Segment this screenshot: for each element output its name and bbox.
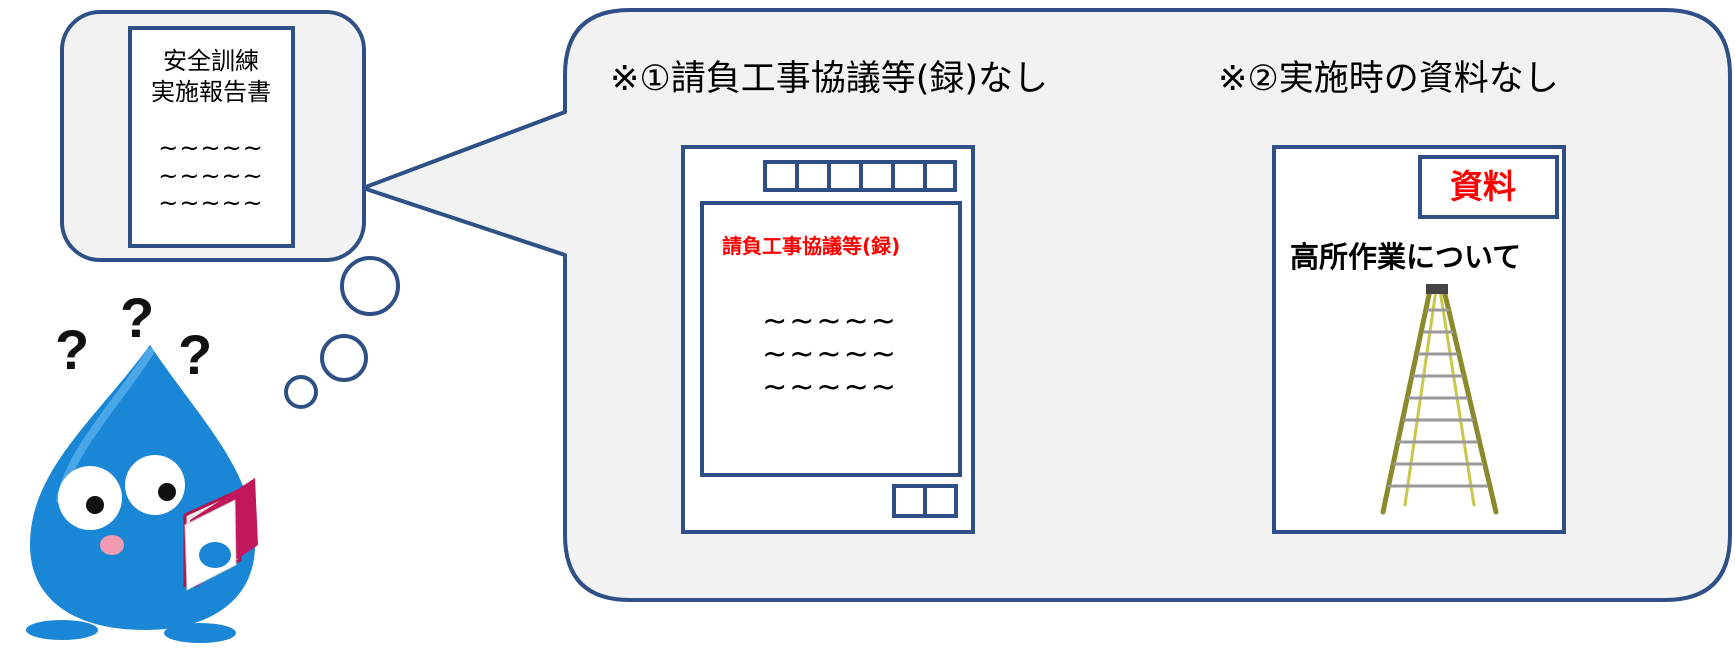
document-1-wave-line: ~~~~~ [762,337,898,372]
report-title: 安全訓練 実施報告書 [131,46,291,108]
report-wave-line: ~~~~~ [158,134,264,162]
thought-circle-medium [320,334,368,382]
document-1-bottom-boxes [892,484,958,518]
report-waves: ~~~~~ ~~~~~ ~~~~~ [131,134,291,218]
report-wave-line: ~~~~~ [158,189,264,218]
ladder-icon [1380,284,1499,515]
note-2: ※②実施時の資料なし [1218,59,1559,99]
document-2-heading: 高所作業について [1290,240,1522,274]
thought-circle-large [340,256,400,316]
document-1-red-title: 請負工事協議等(録) [722,234,901,258]
report-wave-line: ~~~~~ [158,161,264,190]
water-drop-mascot [26,345,258,643]
document-1-waves: ~~~~~ ~~~~~ ~~~~~ [730,305,930,404]
document-1-wave-line: ~~~~~ [762,370,898,405]
document-1-inner-frame [700,201,962,477]
question-mark-left: ? [55,318,90,381]
note-1: ※①請負工事協議等(録)なし [610,59,1049,99]
document-2-tag: 資料 [1450,167,1516,206]
document-2-tag-box [1418,155,1559,219]
question-mark-right: ? [178,323,213,386]
question-mark-middle: ? [120,286,155,349]
thought-circle-small [284,375,318,409]
document-1-top-boxes [763,160,957,192]
report-document [128,26,295,248]
report-title-line2: 実施報告書 [151,78,271,107]
document-1-wave-line: ~~~~~ [762,304,898,339]
report-title-line1: 安全訓練 [163,47,259,75]
